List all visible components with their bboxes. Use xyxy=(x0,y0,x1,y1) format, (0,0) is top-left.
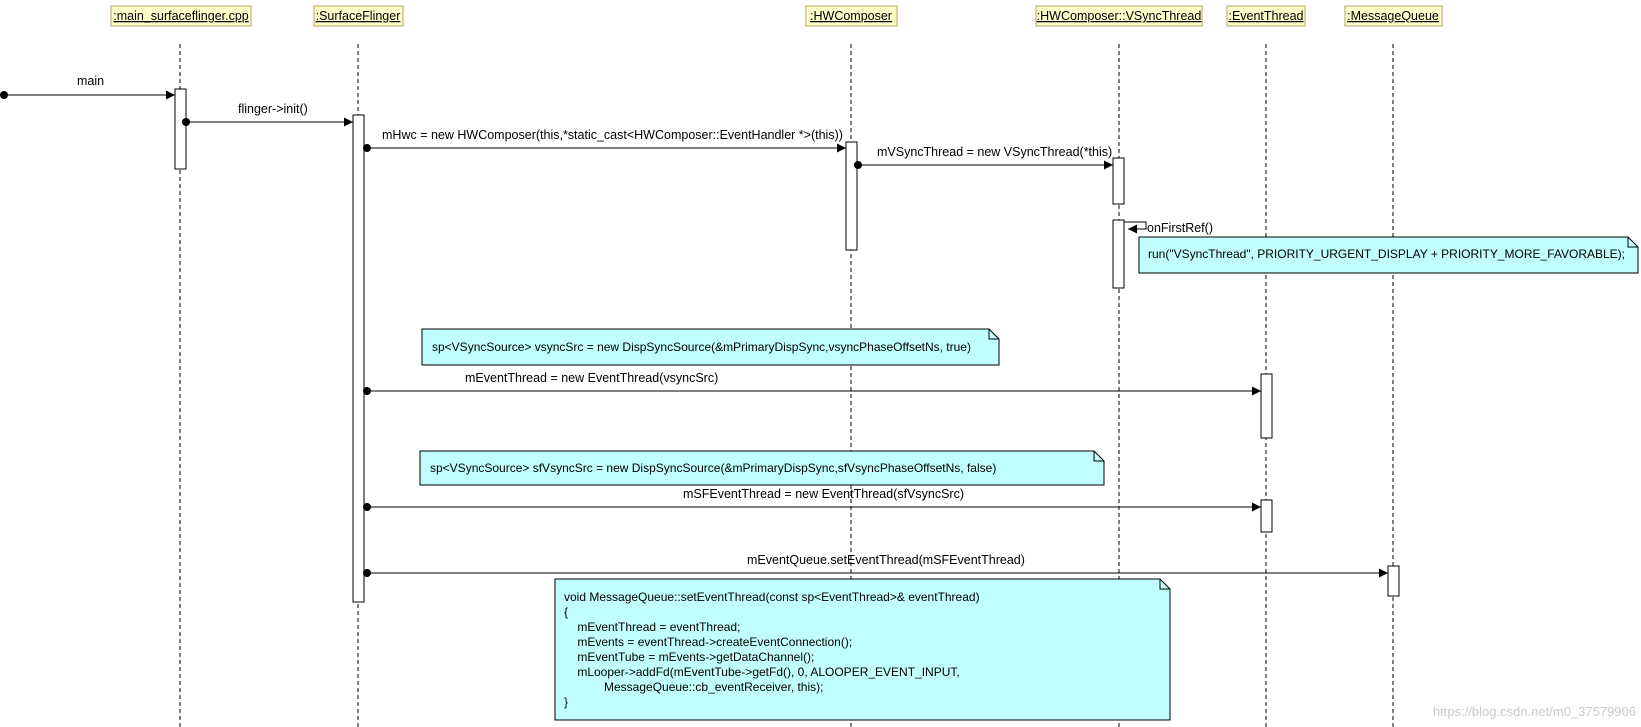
note-code-line-1: void MessageQueue::setEventThread(const … xyxy=(564,590,980,604)
note-run-vsyncthread: run("VSyncThread", PRIORITY_URGENT_DISPL… xyxy=(1138,236,1639,274)
message-main: main xyxy=(0,74,175,100)
note-code-line-6: mLooper->addFd(mEventTube->getFd(), 0, A… xyxy=(564,665,960,679)
activation-vsyncthread-2 xyxy=(1112,219,1125,289)
activation-eventthread-2 xyxy=(1260,499,1273,533)
message-flinger-init: flinger->init() xyxy=(182,102,353,127)
message-new-eventthread: mEventThread = new EventThread(vsyncSrc) xyxy=(363,371,1261,396)
note-sfvsyncsrc: sp<VSyncSource> sfVsyncSrc = new DispSyn… xyxy=(419,450,1105,486)
message-new-hwcomposer: mHwc = new HWComposer(this,*static_cast<… xyxy=(363,128,846,153)
message-onfirstref-label: onFirstRef() xyxy=(1147,221,1213,235)
activation-eventthread-1 xyxy=(1260,373,1273,439)
message-set-eventthread: mEventQueue.setEventThread(mSFEventThrea… xyxy=(363,553,1388,578)
participant-main: :main_surfaceflinger.cpp xyxy=(110,5,252,27)
note-vsyncsrc: sp<VSyncSource> vsyncSrc = new DispSyncS… xyxy=(421,328,1000,366)
note-vsyncsrc-text: sp<VSyncSource> vsyncSrc = new DispSyncS… xyxy=(432,340,971,354)
note-set-eventthread-code: void MessageQueue::setEventThread(const … xyxy=(554,578,1171,721)
note-code-line-2: { xyxy=(564,605,568,619)
activation-main xyxy=(174,88,187,170)
message-new-sfeventthread: mSFEventThread = new EventThread(sfVsync… xyxy=(363,487,1261,512)
activation-hwcomposer xyxy=(845,141,858,251)
notes: run("VSyncThread", PRIORITY_URGENT_DISPL… xyxy=(419,236,1639,721)
activation-messagequeue xyxy=(1387,565,1400,597)
note-code-line-8: } xyxy=(564,695,568,709)
message-new-vsyncthread: mVSyncThread = new VSyncThread(*this) xyxy=(854,145,1113,170)
activation-surfaceflinger xyxy=(352,114,365,603)
participant-eventthread: :EventThread xyxy=(1226,5,1306,27)
message-flinger-init-label: flinger->init() xyxy=(238,102,308,116)
participant-messagequeue-label: :MessageQueue xyxy=(1347,9,1439,23)
note-code-line-3: mEventThread = eventThread; xyxy=(564,620,740,634)
note-sfvsyncsrc-text: sp<VSyncSource> sfVsyncSrc = new DispSyn… xyxy=(430,461,996,475)
activation-vsyncthread-1 xyxy=(1112,157,1125,205)
participant-surfaceflinger: :SurfaceFlinger xyxy=(313,5,404,27)
activations xyxy=(174,88,1400,603)
participants: :main_surfaceflinger.cpp :SurfaceFlinger… xyxy=(110,5,1443,27)
note-code-line-4: mEvents = eventThread->createEventConnec… xyxy=(564,635,852,649)
message-new-sfeventthread-label: mSFEventThread = new EventThread(sfVsync… xyxy=(683,487,964,501)
participant-main-label: :main_surfaceflinger.cpp xyxy=(113,9,249,23)
message-main-label: main xyxy=(77,74,104,88)
participant-messagequeue: :MessageQueue xyxy=(1344,5,1443,27)
message-new-vsyncthread-label: mVSyncThread = new VSyncThread(*this) xyxy=(877,145,1112,159)
participant-vsyncthread-label: :HWComposer::VSyncThread xyxy=(1037,9,1202,23)
note-code-line-5: mEventTube = mEvents->getDataChannel(); xyxy=(564,650,814,664)
message-new-hwcomposer-label: mHwc = new HWComposer(this,*static_cast<… xyxy=(382,128,843,142)
participant-hwcomposer: :HWComposer xyxy=(805,5,898,27)
messages: main flinger->init() mHwc = new HWCompos… xyxy=(0,74,1388,578)
participant-surfaceflinger-label: :SurfaceFlinger xyxy=(316,9,401,23)
note-run-vsyncthread-text: run("VSyncThread", PRIORITY_URGENT_DISPL… xyxy=(1148,247,1625,261)
participant-vsyncthread: :HWComposer::VSyncThread xyxy=(1035,5,1203,27)
message-new-eventthread-label: mEventThread = new EventThread(vsyncSrc) xyxy=(465,371,718,385)
note-code-line-7: MessageQueue::cb_eventReceiver, this); xyxy=(564,680,823,694)
message-onfirstref: onFirstRef() xyxy=(1124,221,1213,235)
watermark-text: https://blog.csdn.net/m0_37579906 xyxy=(1433,704,1636,719)
participant-eventthread-label: :EventThread xyxy=(1228,9,1303,23)
message-set-eventthread-label: mEventQueue.setEventThread(mSFEventThrea… xyxy=(747,553,1025,567)
participant-hwcomposer-label: :HWComposer xyxy=(810,9,892,23)
